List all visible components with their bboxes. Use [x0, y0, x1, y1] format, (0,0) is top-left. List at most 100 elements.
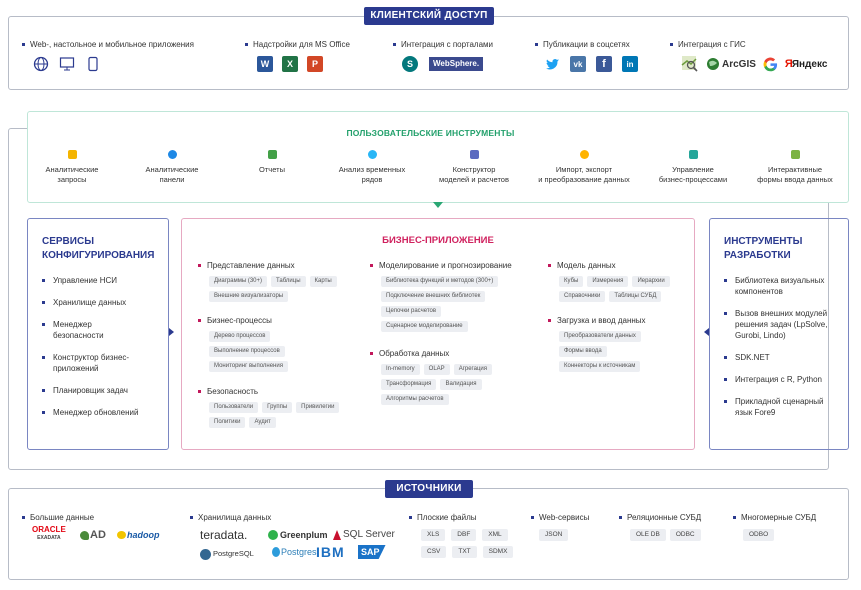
powerpoint-icon: P — [307, 56, 323, 72]
user-tools-frame — [27, 111, 849, 203]
chip: CSV — [421, 546, 447, 558]
chip: Выполнение процессов — [209, 346, 285, 357]
model-icon — [469, 150, 479, 159]
chip: Коннекторы к источникам — [559, 361, 641, 372]
chip: Карты — [309, 276, 337, 287]
table-icon — [267, 150, 277, 159]
client-access-frame — [8, 16, 849, 90]
form-icon — [790, 150, 800, 159]
chip: ODBO — [743, 529, 775, 541]
source-group-bigdata: Большие данные — [22, 513, 94, 522]
vk-icon: vk — [570, 56, 586, 72]
source-group-flat-files: Плоские файлы — [409, 513, 477, 522]
chip: Валидация — [440, 379, 482, 390]
chip: XLS — [421, 529, 446, 541]
chip: Группы — [262, 402, 293, 413]
tool-reports: Отчеты — [230, 150, 314, 175]
section-data-presentation: Представление данных — [198, 261, 295, 270]
section-data-loading: Загрузка и ввод данных — [548, 316, 646, 325]
config-item: Конструктор бизнес-приложений — [42, 352, 152, 374]
chip: Таблицы — [271, 276, 306, 287]
greenplum-logo: Greenplum — [268, 528, 328, 542]
linkedin-icon: in — [622, 56, 638, 72]
client-group-portals: Интеграция с порталами — [393, 40, 493, 49]
chip: Привилегии — [296, 402, 340, 413]
twitter-icon — [545, 58, 560, 69]
chip: Измерения — [587, 276, 629, 287]
pie-chart-icon — [167, 150, 177, 159]
sqlserver-icon — [333, 530, 341, 540]
dev-item: Интеграция с R, Python — [724, 374, 838, 385]
chip: Кубы — [559, 276, 584, 287]
ad-logo: AD — [80, 528, 106, 542]
dev-item: Библиотека визуальных компонентов — [724, 275, 838, 297]
source-group-multidimensional: Многомерные СУБД — [733, 513, 816, 522]
teradata-logo: teradata. — [200, 528, 248, 542]
client-group-gis: Интеграция с ГИС — [670, 40, 746, 49]
chip: DBF — [451, 529, 477, 541]
yandex-y-icon: Я — [784, 58, 793, 70]
hadoop-elephant-icon — [117, 531, 126, 539]
chip: Агрегация — [453, 364, 492, 375]
cube-icon — [67, 150, 77, 159]
globe-icon — [33, 56, 49, 72]
config-item: Планировщик задач — [42, 385, 156, 396]
chip: OLE DB — [630, 529, 666, 541]
client-group-social: Публикации в соцсетях — [535, 40, 630, 49]
sap-logo: SAP — [358, 545, 386, 559]
process-icon — [688, 150, 698, 159]
mobile-icon — [88, 56, 98, 72]
source-group-web-services: Web-сервисы — [531, 513, 589, 522]
dev-item: SDK.NET — [724, 352, 838, 363]
chip: Библиотека функций и методов (300+) — [381, 276, 499, 287]
chip: Аудит — [249, 417, 276, 428]
chip: Мониторинг выполнения — [209, 361, 288, 372]
source-group-warehouses: Хранилища данных — [190, 513, 271, 522]
dev-item: Прикладной сценарный язык Fore9 — [724, 396, 838, 418]
chip: ODBC — [669, 529, 701, 541]
websphere-logo: WebSphere. — [429, 57, 484, 71]
chip: Дерево процессов — [209, 331, 271, 342]
postgres-pro-icon — [272, 547, 280, 557]
chip: SDMX — [482, 546, 514, 558]
map-search-icon — [681, 56, 698, 72]
chip: Цепочки расчетов — [381, 306, 442, 317]
chip: Таблицы СУБД — [609, 291, 662, 302]
arcgis-globe-icon — [707, 58, 719, 70]
chip: Иерархии — [632, 276, 670, 287]
sync-icon — [579, 150, 589, 159]
config-item: Менеджер безопасности — [42, 319, 122, 341]
user-tools-title: ПОЛЬЗОВАТЕЛЬСКИЕ ИНСТРУМЕНТЫ — [346, 128, 515, 138]
yandex-logo: Яндекс — [791, 58, 828, 70]
config-item: Менеджер обновлений — [42, 407, 156, 418]
excel-icon: X — [282, 56, 298, 72]
chip: Диаграммы (30+) — [209, 276, 268, 287]
greenplum-icon — [268, 530, 278, 540]
section-business-processes: Бизнес-процессы — [198, 316, 272, 325]
sources-title: ИСТОЧНИКИ — [385, 480, 473, 498]
elephant-icon — [80, 530, 89, 540]
tools-down-arrow — [433, 202, 443, 208]
business-app-frame — [181, 218, 695, 450]
sqlserver-logo: SQL Server — [333, 528, 395, 542]
google-icon — [763, 57, 777, 71]
config-item: Хранилище данных — [42, 297, 156, 308]
chip: Подключение внешних библиотек — [381, 291, 486, 302]
postgresql-logo: PostgreSQL — [200, 547, 254, 561]
config-item: Управление НСИ — [42, 275, 156, 286]
section-security: Безопасность — [198, 387, 258, 396]
chip: Алгоритмы расчетов — [381, 394, 449, 405]
source-group-relational: Реляционные СУБД — [619, 513, 701, 522]
dev-item: Вызов внешних модулей решения задач (LpS… — [724, 308, 838, 341]
chip: In-memory — [381, 364, 420, 375]
config-right-arrow — [169, 328, 174, 336]
chip: Пользователи — [209, 402, 259, 413]
